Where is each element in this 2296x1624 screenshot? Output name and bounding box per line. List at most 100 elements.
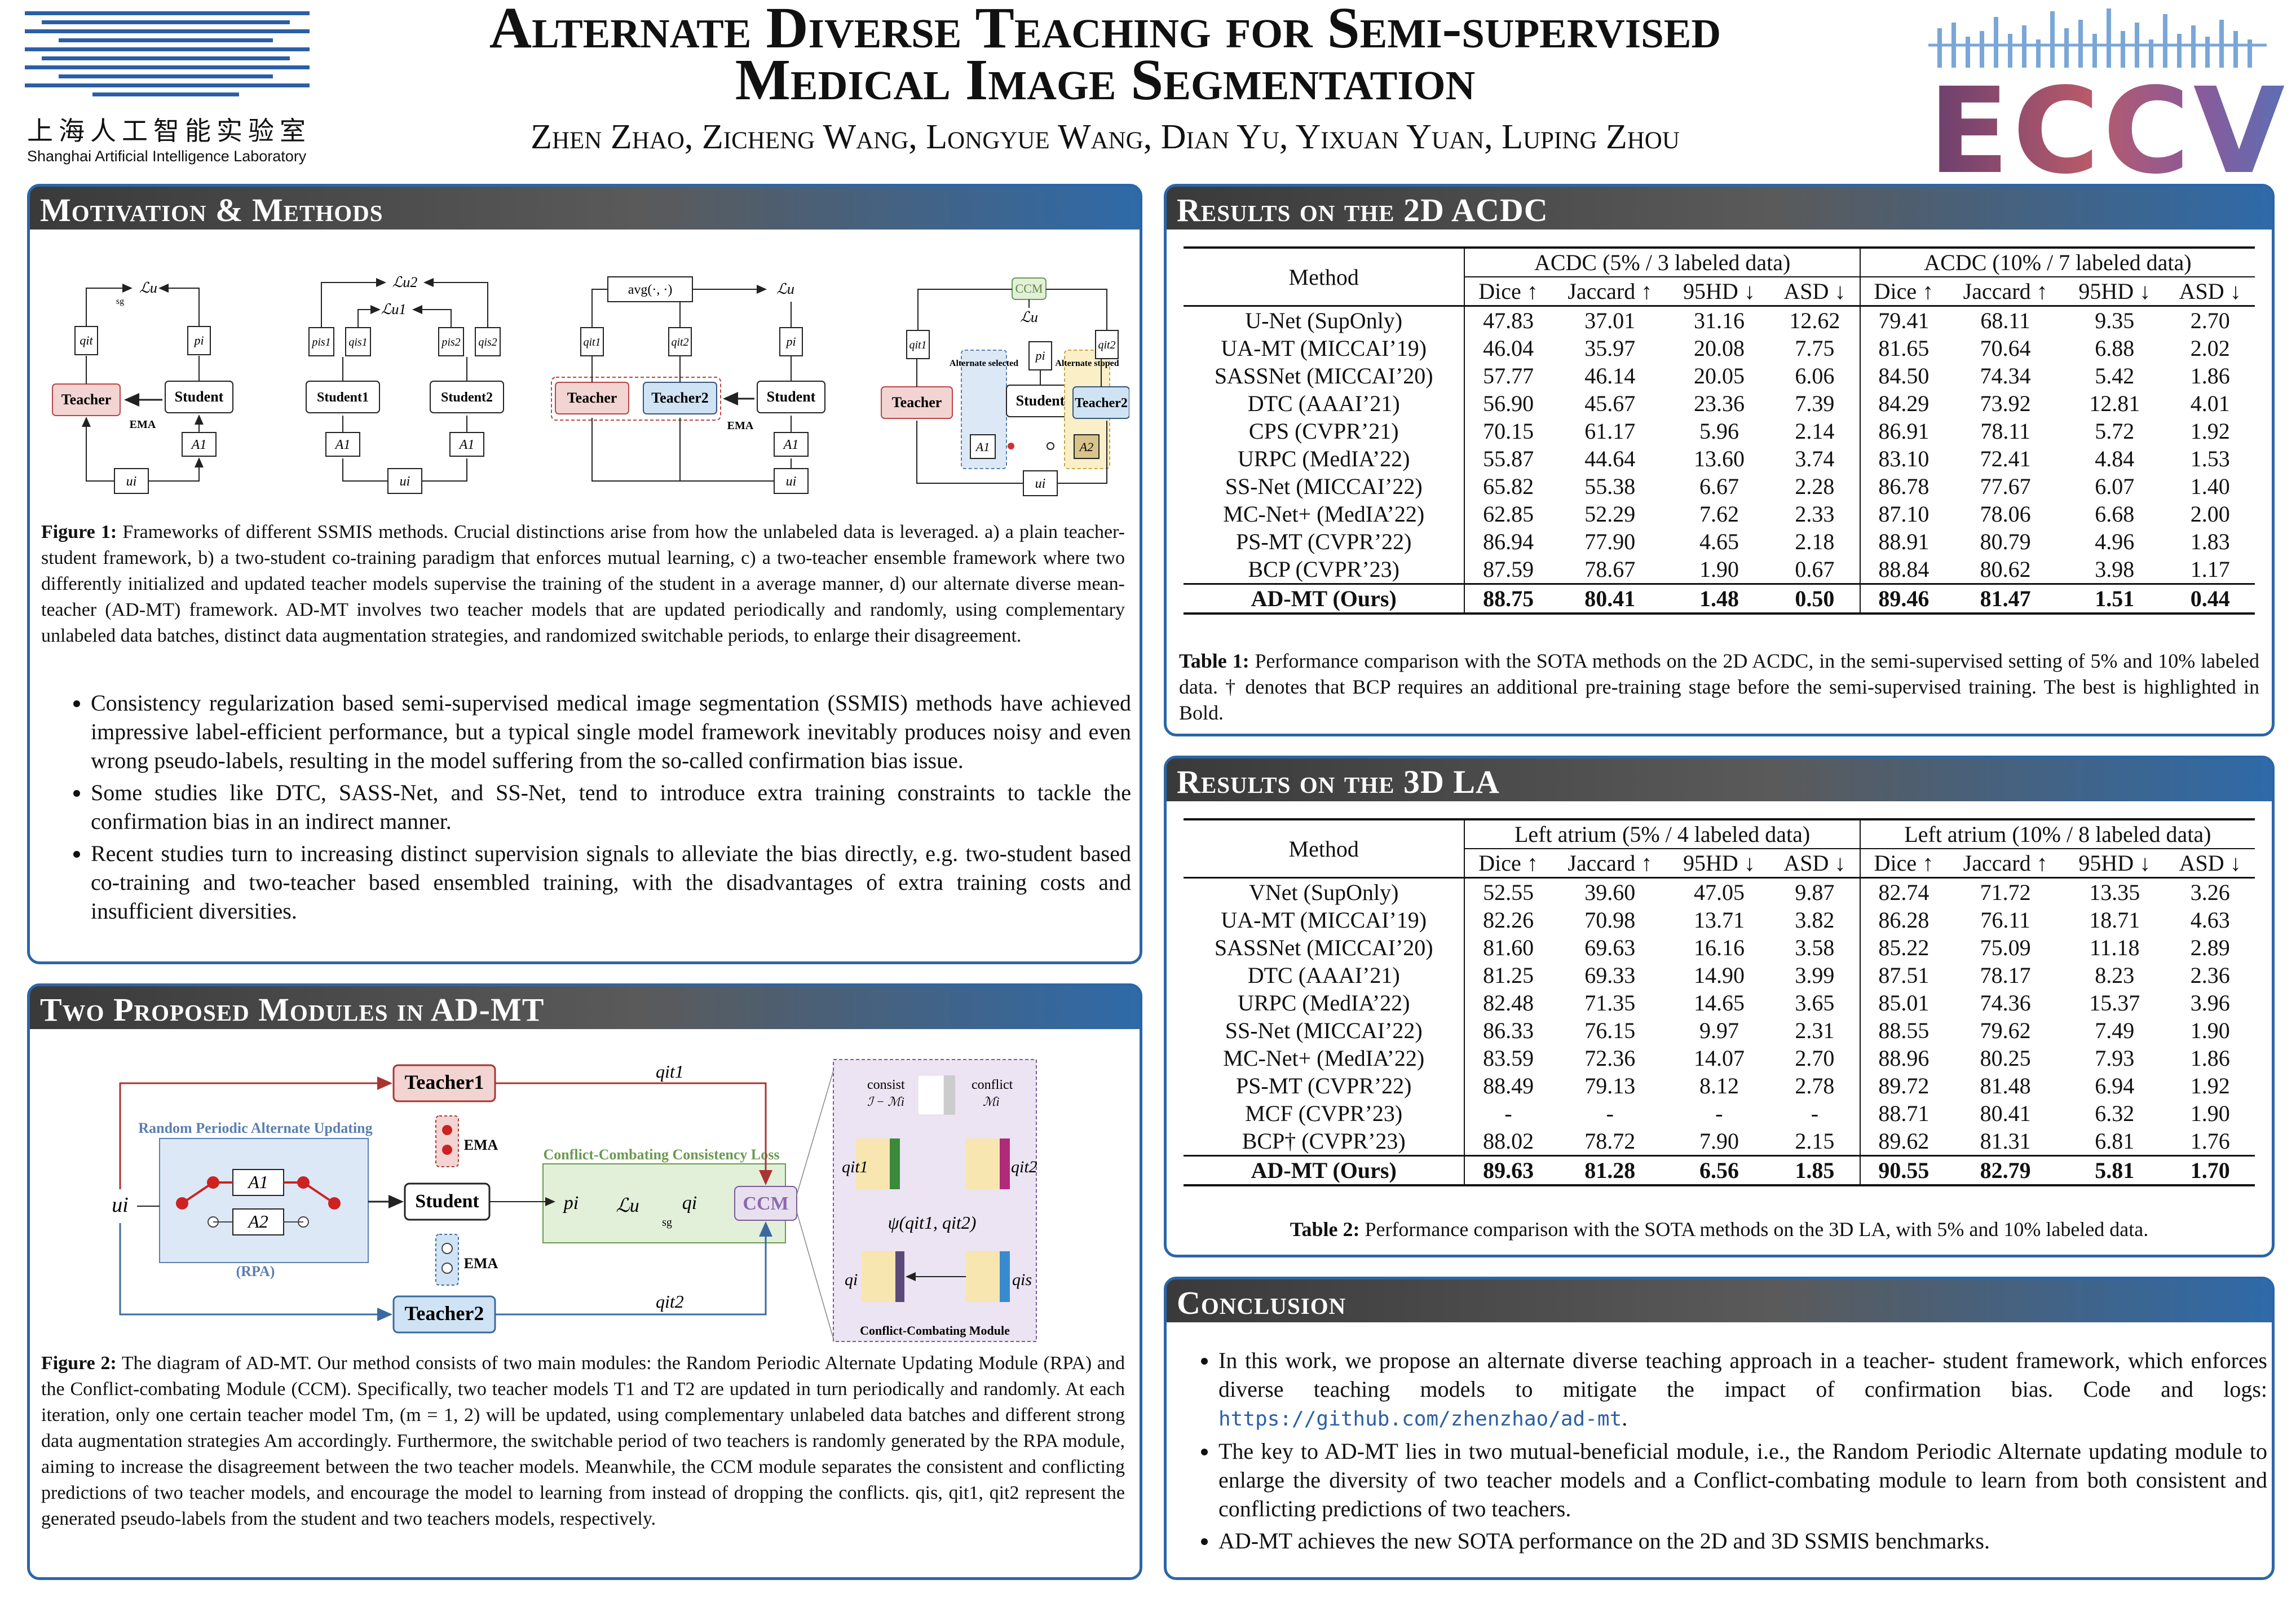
value-cell: 82.48 xyxy=(1483,990,1534,1016)
svg-text:sg: sg xyxy=(116,297,124,306)
svg-text:consist: consist xyxy=(867,1078,905,1092)
value-cell: 2.14 xyxy=(1770,417,1861,445)
method-cell: AD-MT (Ours) xyxy=(1184,583,1465,615)
table-1-caption: Table 1: Performance comparison with the… xyxy=(1179,648,2259,726)
svg-text:Teacher: Teacher xyxy=(567,390,617,406)
value-cell: 47.83 xyxy=(1464,305,1552,334)
value-cell: 2.78 xyxy=(1770,1072,1861,1100)
value-cell: 13.71 xyxy=(1693,907,1745,933)
value-cell: 88.49 xyxy=(1483,1073,1534,1098)
svg-text:qit1: qit1 xyxy=(583,336,601,348)
method-cell: MCF (CVPR’23) xyxy=(1184,1100,1465,1127)
svg-text:Teacher2: Teacher2 xyxy=(651,390,709,406)
code-link[interactable]: https://github.com/zhenzhao/ad-mt xyxy=(1218,1407,1622,1431)
fig2-rpa-title: Random Periodic Alternate Updating xyxy=(138,1120,372,1136)
section-title: Two Proposed Modules in AD-MT xyxy=(40,991,545,1028)
value-cell: 2.33 xyxy=(1770,500,1861,528)
value-cell: 31.16 xyxy=(1668,305,1770,334)
value-cell: 2.18 xyxy=(1770,528,1861,555)
figure-1-diagram: Teacher Student EMA A1 ui qit pi ℒu sg S xyxy=(52,274,1129,496)
value-cell: 3.58 xyxy=(1770,934,1861,961)
panel-acdc-results: Results on the 2D ACDC Method ACDC (5% /… xyxy=(1164,184,2275,736)
svg-text:Student: Student xyxy=(1016,392,1065,409)
panel-header: Results on the 2D ACDC xyxy=(1167,187,2272,230)
value-cell: 62.85 xyxy=(1483,501,1534,527)
value-cell: 86.78 xyxy=(1878,474,1929,499)
value-cell: 9.35 xyxy=(2064,305,2166,334)
conclusion-bullets: In this work, we propose an alternate di… xyxy=(1186,1346,2267,1559)
value-cell: 88.91 xyxy=(1878,529,1929,554)
svg-text:ℐ − ℳi: ℐ − ℳi xyxy=(867,1095,904,1109)
method-cell: SASSNet (MICCAI’20) xyxy=(1184,362,1465,390)
value-cell: 90.55 xyxy=(1860,1155,1948,1186)
conclusion-bullet-1: In this work, we propose an alternate di… xyxy=(1218,1346,2267,1433)
value-cell: - xyxy=(1504,1101,1512,1126)
panel-header: Results on the 3D LA xyxy=(1167,758,2272,801)
value-cell: 86.28 xyxy=(1878,907,1929,933)
value-cell: 35.97 xyxy=(1584,336,1636,361)
svg-text:Student: Student xyxy=(767,389,816,405)
col-header: Dice ↑ xyxy=(1874,279,1934,304)
value-cell: 72.36 xyxy=(1584,1045,1636,1071)
value-cell: 2.70 xyxy=(1770,1044,1861,1072)
value-cell: 7.75 xyxy=(1770,334,1861,362)
value-cell: 1.90 xyxy=(2190,1018,2230,1043)
svg-text:EMA: EMA xyxy=(464,1255,498,1272)
value-cell: 9.87 xyxy=(1770,877,1861,906)
value-cell: 80.41 xyxy=(1551,583,1668,615)
section-title: Results on the 3D LA xyxy=(1177,764,1500,800)
svg-text:A1: A1 xyxy=(975,440,990,454)
method-cell: SS-Net (MICCAI’22) xyxy=(1184,1017,1465,1044)
value-cell: 3.74 xyxy=(1770,445,1861,473)
svg-text:pi: pi xyxy=(563,1193,579,1213)
svg-text:qit: qit xyxy=(80,333,93,347)
value-cell: 82.26 xyxy=(1483,907,1534,933)
value-cell: 6.68 xyxy=(2095,501,2135,527)
value-cell: 15.37 xyxy=(2089,990,2140,1016)
method-cell: UA-MT (MICCAI’19) xyxy=(1184,906,1465,934)
value-cell: 4.65 xyxy=(1699,529,1739,554)
value-cell: 5.81 xyxy=(2064,1155,2166,1186)
svg-text:ui: ui xyxy=(1035,476,1046,491)
value-cell: 84.29 xyxy=(1878,391,1929,416)
value-cell: 78.67 xyxy=(1584,557,1636,582)
value-cell: 79.13 xyxy=(1584,1073,1636,1098)
title-line-2: Medical Image Segmentation xyxy=(735,47,1476,112)
value-cell: 4.96 xyxy=(2095,529,2135,554)
fig2-ccm-title: Conflict-Combating Module xyxy=(860,1323,1010,1338)
value-cell: 0.50 xyxy=(1770,583,1861,615)
logo-english-name: Shanghai Artificial Intelligence Laborat… xyxy=(27,148,307,165)
value-cell: 6.88 xyxy=(2095,336,2135,361)
svg-text:A1: A1 xyxy=(191,438,207,452)
value-cell: 46.04 xyxy=(1483,336,1534,361)
method-cell: UA-MT (MICCAI’19) xyxy=(1184,334,1465,362)
value-cell: 82.79 xyxy=(1947,1155,2064,1186)
svg-text:Alternate selected: Alternate selected xyxy=(950,359,1018,368)
acdc-results-table: Method ACDC (5% / 3 labeled data) ACDC (… xyxy=(1184,246,2255,615)
svg-text:Student2: Student2 xyxy=(441,390,493,405)
value-cell: 52.29 xyxy=(1584,501,1636,527)
value-cell: - xyxy=(1606,1101,1614,1126)
value-cell: 4.63 xyxy=(2190,907,2230,933)
value-cell: 85.22 xyxy=(1878,935,1929,960)
value-cell: 77.67 xyxy=(1980,474,2031,499)
value-cell: 1.40 xyxy=(2190,474,2230,499)
group-header-1: ACDC (5% / 3 labeled data) xyxy=(1464,246,1861,277)
value-cell: 6.67 xyxy=(1699,474,1739,499)
value-cell: 6.32 xyxy=(2095,1101,2135,1126)
value-cell: 78.06 xyxy=(1980,501,2031,527)
value-cell: 6.06 xyxy=(1770,362,1861,390)
figure-1-label: Figure 1: xyxy=(41,522,117,542)
col-header: ASD ↓ xyxy=(1770,849,1861,878)
col-header: Jaccard ↑ xyxy=(1963,279,2048,304)
value-cell: 87.10 xyxy=(1878,501,1929,527)
col-header: ASD ↓ xyxy=(2179,279,2241,304)
